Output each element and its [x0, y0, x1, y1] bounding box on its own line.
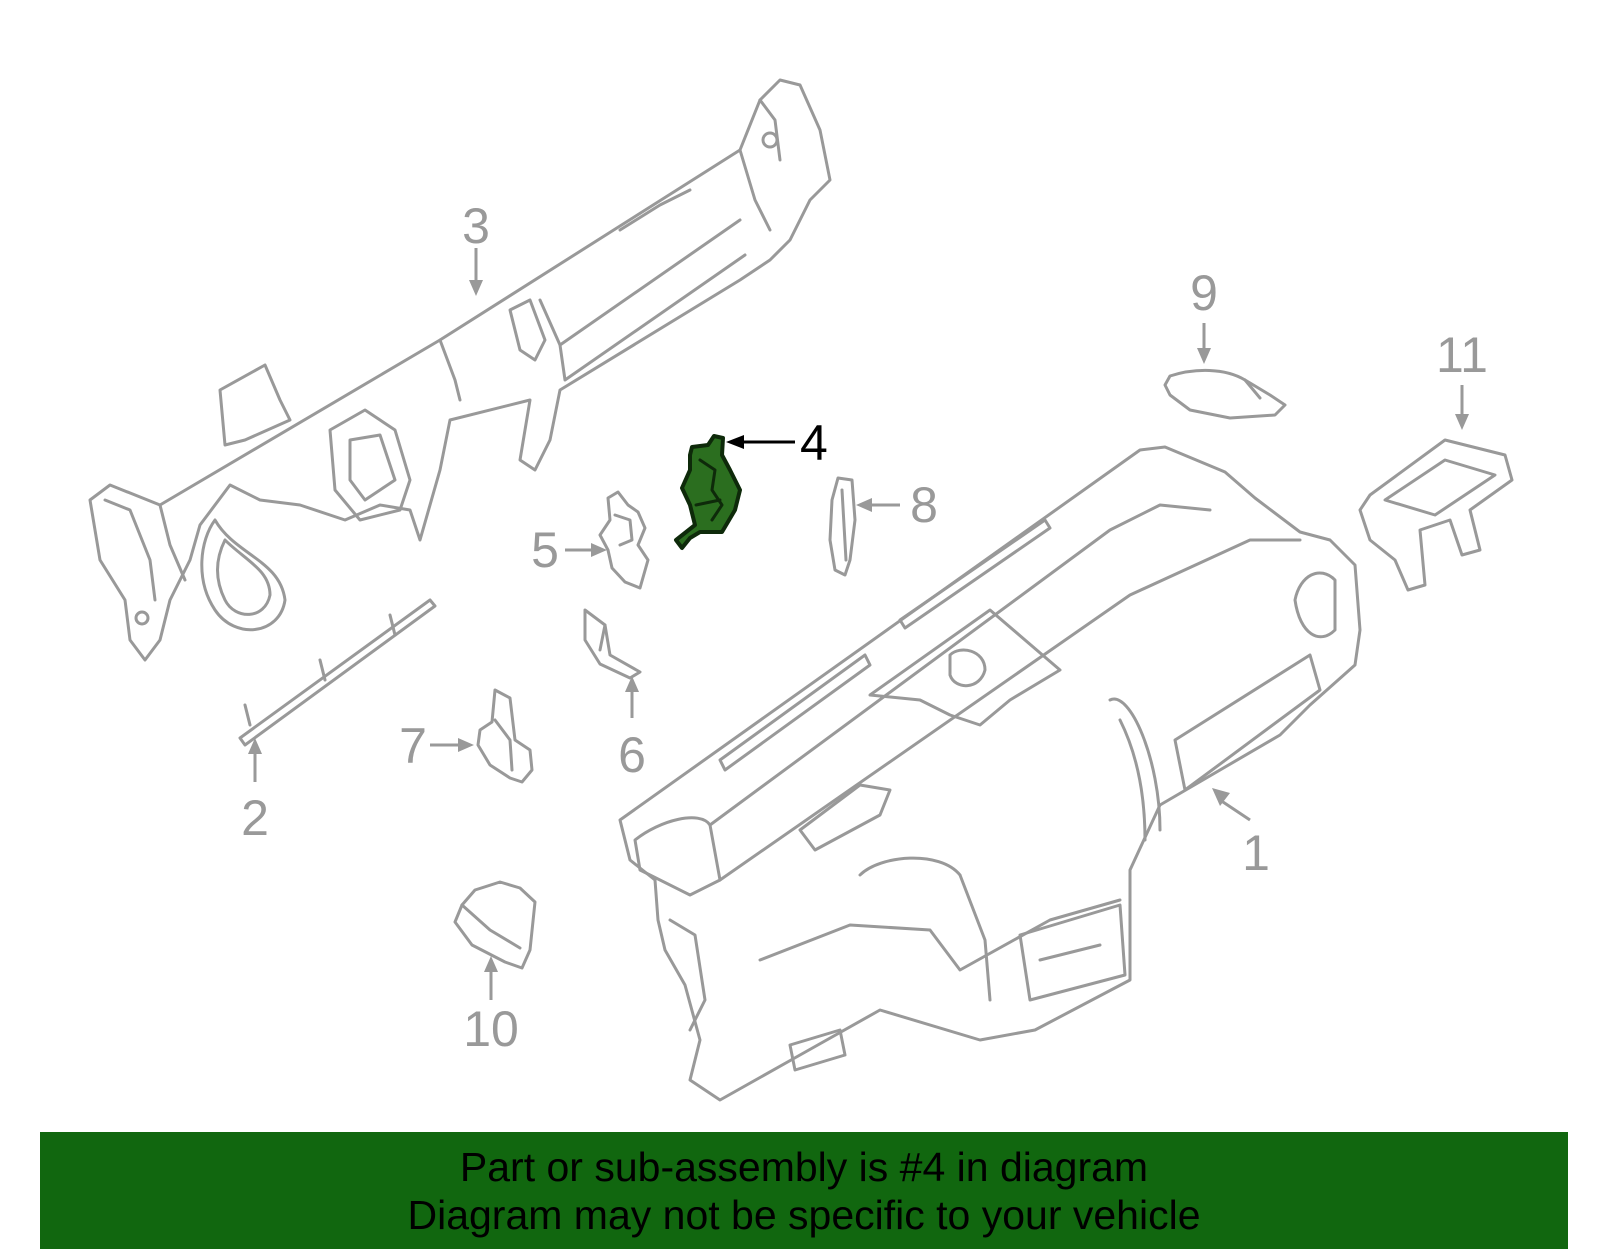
part-6-bracket[interactable] — [583, 608, 642, 680]
callout-6[interactable]: 6 — [618, 727, 646, 783]
callout-5[interactable]: 5 — [531, 522, 559, 578]
part-1-instrument-panel[interactable] — [618, 445, 1362, 1102]
callout-4[interactable]: 4 — [800, 415, 828, 471]
info-banner: Part or sub-assembly is #4 in diagram Di… — [40, 1132, 1568, 1249]
callout-1[interactable]: 1 — [1242, 825, 1270, 881]
part-9-cover[interactable] — [1163, 368, 1287, 420]
part-10-cover[interactable] — [453, 880, 537, 970]
part-4-highlighted-bracket[interactable] — [674, 434, 742, 550]
part-2-strip[interactable] — [238, 598, 437, 747]
part-8-bracket[interactable] — [828, 476, 857, 577]
banner-line-disclaimer: Diagram may not be specific to your vehi… — [407, 1191, 1201, 1238]
callout-3[interactable]: 3 — [462, 198, 490, 254]
callout-7[interactable]: 7 — [399, 718, 427, 774]
leader-arrow-4 — [726, 435, 795, 449]
callout-8[interactable]: 8 — [910, 477, 938, 533]
part-11-airbag[interactable] — [1358, 438, 1514, 592]
part-3-crossmember[interactable] — [88, 78, 832, 662]
leader-arrows — [248, 248, 1469, 1000]
callout-9[interactable]: 9 — [1190, 265, 1218, 321]
parts-diagram: 1 2 3 4 5 6 7 8 9 10 11 — [88, 78, 1514, 1102]
callout-10[interactable]: 10 — [463, 1001, 519, 1057]
callout-2[interactable]: 2 — [241, 790, 269, 846]
callout-11[interactable]: 11 — [1436, 327, 1488, 383]
part-7-bracket[interactable] — [476, 688, 534, 784]
banner-line-part-number: Part or sub-assembly is #4 in diagram — [459, 1143, 1149, 1190]
part-5-bracket[interactable] — [598, 490, 650, 590]
